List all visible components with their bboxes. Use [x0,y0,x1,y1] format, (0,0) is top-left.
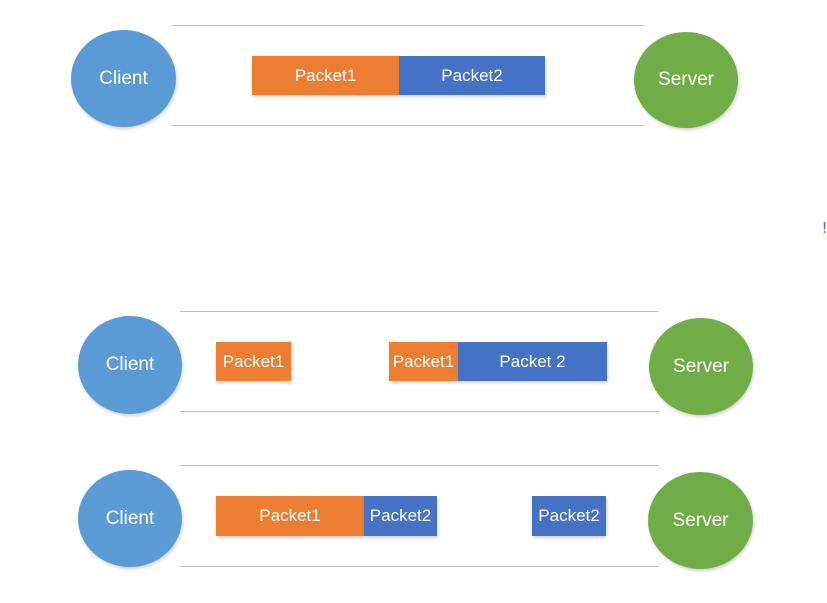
packet1-segment: Packet1 [216,342,291,381]
packet-label: Packet1 [392,351,455,371]
top-boundary-line [180,311,659,312]
bottom-boundary-line [180,566,659,567]
client-label: Client [105,507,155,529]
packet2-segment: Packet2 [532,496,606,536]
bottom-boundary-line [172,125,644,126]
bottom-boundary-line [180,411,659,412]
stray-mark: ! [820,219,827,237]
packet-label: Packet1 [294,65,357,85]
server-label: Server [673,355,729,377]
packet-label: Packet1 [222,351,285,371]
packet-label: Packet2 [441,65,503,85]
server-node: Server [649,318,753,415]
packet1-segment: Packet1 [216,496,364,536]
client-label: Client [105,354,155,375]
packet2-segment: Packet 2 [458,342,607,381]
server-label: Server [658,69,714,90]
packet-label: Packet2 [538,506,600,525]
client-label: Client [99,67,148,89]
packet2-segment: Packet2 [399,56,545,95]
client-node: Client [78,470,182,567]
packet-label: Packet 2 [499,351,566,371]
server-node: Server [634,32,738,128]
packet1-segment: Packet1 [252,56,399,95]
packet-label: Packet1 [259,506,321,525]
packet-label: Packet2 [369,506,432,525]
client-node: Client [78,316,182,414]
server-label: Server [672,509,729,531]
packet1-segment: Packet1 [389,342,458,381]
top-boundary-line [172,25,644,26]
packet2-segment: Packet2 [364,496,437,536]
client-node: Client [71,30,176,127]
top-boundary-line [180,465,659,466]
server-node: Server [648,472,753,569]
